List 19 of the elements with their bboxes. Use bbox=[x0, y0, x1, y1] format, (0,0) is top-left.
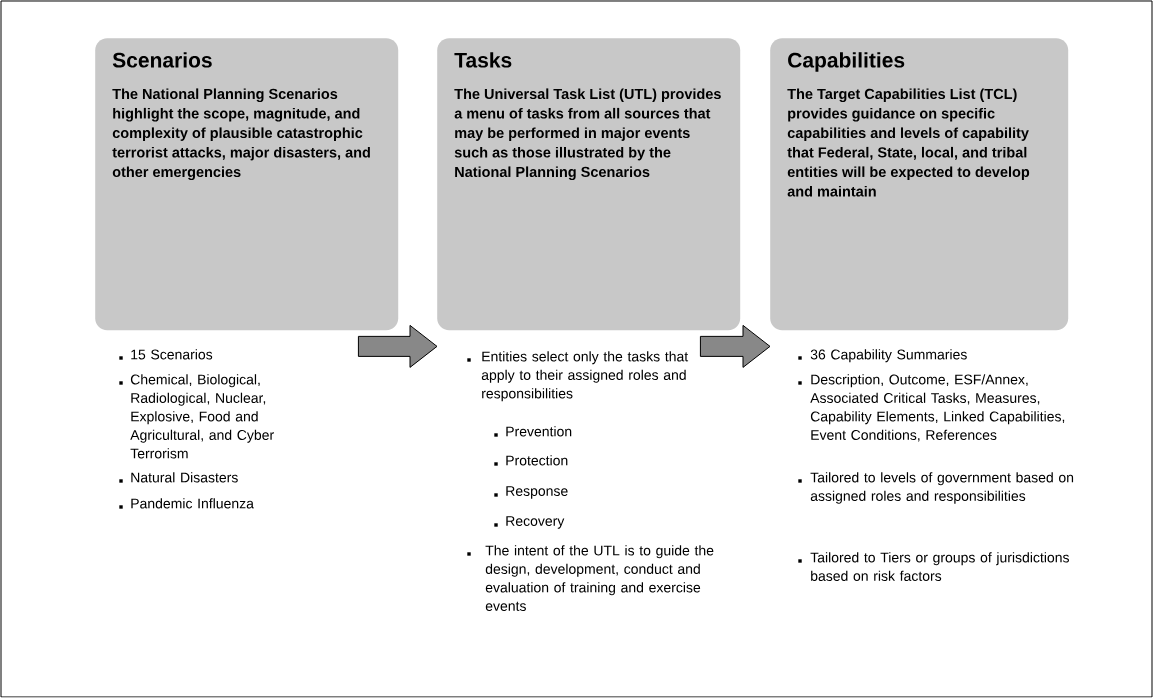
bullet-text: Entities select only the tasks that apply to their assigned roles and responsibilities bbox=[481, 351, 689, 402]
bullet-text: Response bbox=[506, 486, 568, 499]
block-arrow bbox=[699, 324, 771, 368]
stage-box: Tasks The Universal Task List (UTL) provides a menu of tasks from all sources that may be performed in major events such as those illustrated by the National Planning Scenarios bbox=[437, 38, 741, 331]
bullet-text: 36 Capability Summaries bbox=[810, 349, 967, 363]
bullet-text: Chemical, Biological, Radiological, Nuclear, Explosive, Food and Agricultural, and Cyber Terrorism bbox=[130, 374, 274, 459]
stage-box: Capabilities The Target Capabilities List (TCL) provides guidance on specific capabilities and levels of capability that Federal, State, local, and tribal entities will be expected to develop and maintain bbox=[770, 38, 1069, 331]
stage-box: Scenarios The National Planning Scenarios highlight the scope, magnitude, and complexity of plausible catastrophic terrorist attacks, major disasters, and other emergencies bbox=[95, 38, 399, 331]
bullet-text: Description, Outcome, ESF/Annex, Associated Critical Tasks, Measures, Capability Elements, Linked Capabilities, Event Conditions, References bbox=[810, 374, 1065, 442]
bullet-text: Tailored to Tiers or groups of jurisdictions based on risk factors bbox=[810, 552, 1069, 581]
bullet-text: 15 Scenarios bbox=[131, 349, 213, 360]
bullet-text: Pandemic Influenza bbox=[131, 498, 254, 509]
bullet-text: Tailored to levels of government based on assigned roles and responsibilities bbox=[810, 472, 1074, 504]
bullet-text: Recovery bbox=[506, 516, 565, 529]
bullet-text: Natural Disasters bbox=[131, 472, 238, 483]
bullet-text: Prevention bbox=[506, 426, 572, 437]
bullet-text: The intent of the UTL is to guide the design, development, conduct and evaluation of training and exercise events bbox=[485, 545, 714, 611]
block-arrow bbox=[357, 324, 438, 368]
bullet-text: Protection bbox=[506, 455, 568, 466]
